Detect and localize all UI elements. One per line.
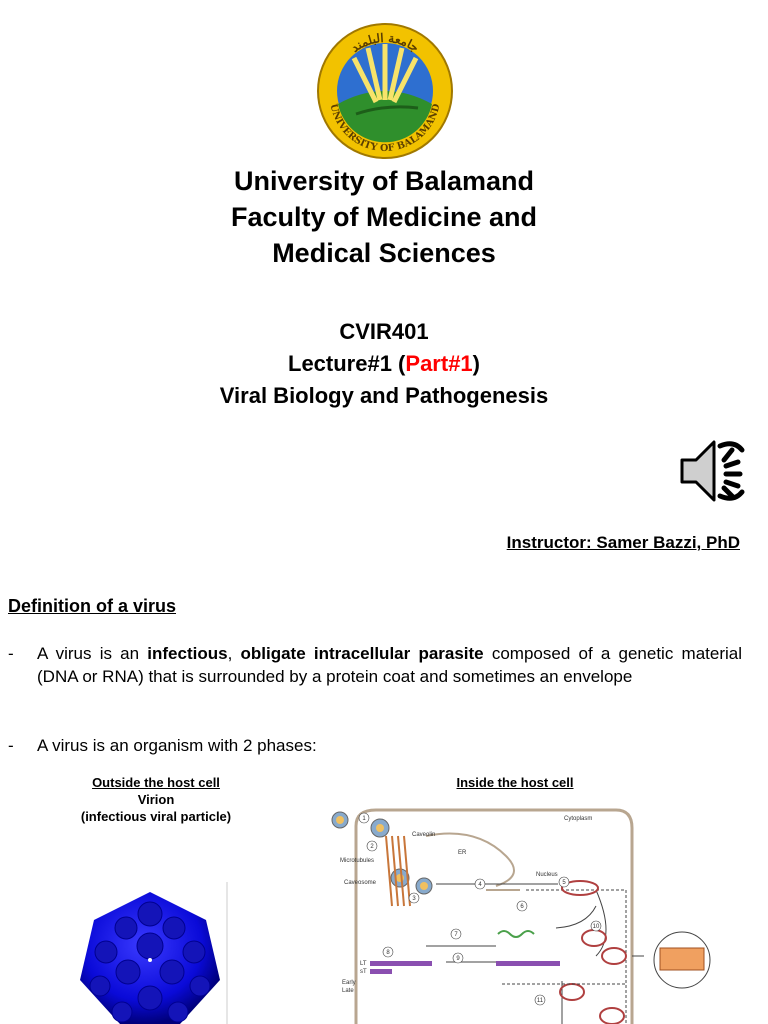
step-3: 3 <box>412 896 416 902</box>
inside-host-cell-heading: Inside the host cell <box>400 774 630 791</box>
bullet-text-mid: , <box>227 644 241 663</box>
university-title: University of Balamand Faculty of Medici… <box>0 163 768 271</box>
bold-obligate-parasite: obligate intracellular parasite <box>240 644 484 663</box>
instructor-name: Instructor: Samer Bazzi, PhD <box>506 533 740 552</box>
label-nucleus: Nucleus <box>536 872 558 878</box>
label-early: Early <box>342 980 356 986</box>
label-late: Late <box>342 988 354 994</box>
step-5: 5 <box>562 880 566 886</box>
outside-host-cell-heading: Outside the host cell Virion (infectious… <box>56 774 256 825</box>
step-2: 2 <box>370 844 374 850</box>
step-8: 8 <box>386 950 390 956</box>
step-4: 4 <box>478 882 482 888</box>
section-heading: Definition of a virus <box>8 596 177 616</box>
label-caveosome: Caveosome <box>344 880 377 886</box>
bullet-dash: - <box>8 736 14 755</box>
step-7: 7 <box>454 932 458 938</box>
university-line3: Medical Sciences <box>272 238 496 268</box>
label-cytoplasm: Cytoplasm <box>564 816 592 822</box>
bullet-text: A virus is an organism with 2 phases: <box>37 736 317 755</box>
outside-heading: Outside the host cell <box>92 775 220 790</box>
lecture-prefix: Lecture#1 ( <box>288 351 406 376</box>
bullet-text: A virus is an infectious, obligate intra… <box>37 642 742 688</box>
viral-lifecycle-diagram: Caveolin Cytoplasm ER Microtubules Nucle… <box>331 808 711 1024</box>
step-9: 9 <box>456 956 460 962</box>
bullet-dash: - <box>8 644 14 663</box>
lecture-topic: Viral Biology and Pathogenesis <box>219 383 549 408</box>
step-10: 10 <box>593 924 600 930</box>
label-microtubules: Microtubules <box>340 858 374 864</box>
lecture-suffix: ) <box>472 351 480 376</box>
speaker-sound-icon[interactable] <box>678 436 754 506</box>
course-title: CVIR401 Lecture#1 (Part#1) Viral Biology… <box>0 316 768 412</box>
lecture-part: Part#1 <box>405 351 473 376</box>
step-6: 6 <box>520 904 524 910</box>
step-11: 11 <box>537 998 544 1004</box>
label-er: ER <box>458 850 467 856</box>
step-1: 1 <box>362 816 366 822</box>
course-code: CVIR401 <box>339 319 429 344</box>
label-caveolin: Caveolin <box>412 832 435 838</box>
bullet-two-phases: - A virus is an organism with 2 phases: <box>8 734 742 758</box>
virion-description: (infectious viral particle) <box>80 809 232 824</box>
label-st: sT <box>360 969 367 975</box>
virion-label: Virion <box>137 792 175 807</box>
university-line2: Faculty of Medicine and <box>230 202 538 232</box>
bullet-text-pre: A virus is an <box>37 644 148 663</box>
inside-heading: Inside the host cell <box>456 775 574 790</box>
virion-image <box>80 882 228 1024</box>
bullet-virus-definition: - A virus is an infectious, obligate int… <box>8 642 742 714</box>
university-line1: University of Balamand <box>233 166 535 196</box>
bullet-text-post: composed of a genetic material (DNA or R… <box>37 644 742 686</box>
bold-infectious: infectious <box>147 644 228 663</box>
university-logo: جامعة البلمند UNIVERSITY OF BALAMAND <box>317 23 453 159</box>
lecture-number: Lecture#1 (Part#1) <box>0 348 768 380</box>
label-lt: LT <box>360 961 367 967</box>
